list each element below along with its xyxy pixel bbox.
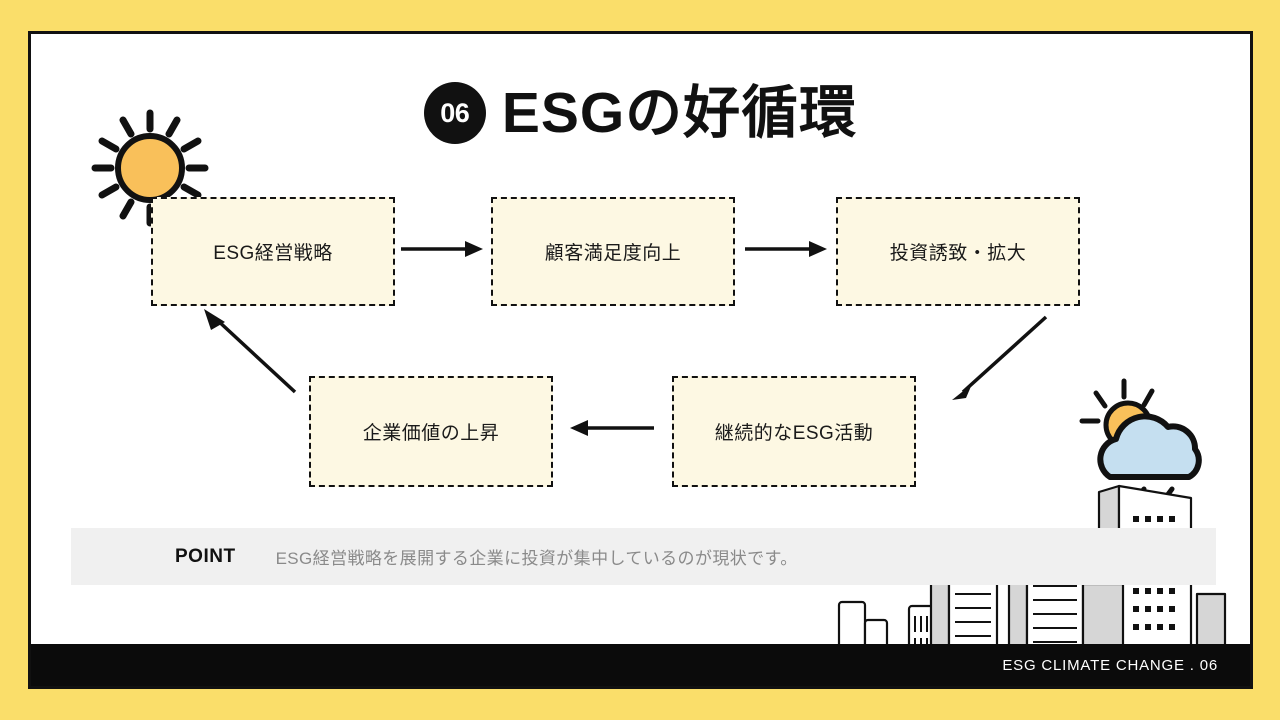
point-label: POINT: [175, 545, 236, 567]
flow-box-investment-attraction[interactable]: 投資誘致・拡大: [836, 197, 1080, 306]
flow-box-corporate-value[interactable]: 企業価値の上昇: [309, 376, 553, 487]
point-band: POINT ESG経営戦略を展開する企業に投資が集中しているのが現状です。: [71, 528, 1216, 585]
footer-band: ESG CLIMATE CHANGE . 06: [31, 644, 1250, 686]
point-description: ESG経営戦略を展開する企業に投資が集中しているのが現状です。: [275, 549, 798, 568]
section-number-badge: 06: [423, 82, 486, 144]
flow-box-label: 企業価値の上昇: [362, 423, 500, 444]
arrow-right-icon: [399, 237, 487, 266]
footer-label: ESG CLIMATE CHANGE . 06: [1002, 656, 1218, 674]
flow-box-continuous-esg[interactable]: 継続的なESG活動: [672, 376, 916, 487]
arrow-down-left-icon: [946, 312, 1051, 409]
title-label: ESGの好循環: [501, 80, 858, 145]
section-number-label: 06: [440, 97, 470, 128]
arrow-left-icon: [564, 416, 656, 445]
slide-card: 06 ESGの好循環: [28, 31, 1253, 689]
page-title: 06 ESGの好循環: [31, 82, 1250, 144]
flow-box-label: 顧客満足度向上: [544, 243, 682, 264]
arrow-up-left-icon: [199, 306, 301, 403]
flow-box-customer-satisfaction[interactable]: 顧客満足度向上: [491, 197, 735, 306]
flow-box-label: 継続的なESG活動: [714, 423, 874, 444]
arrow-right-icon: [743, 237, 831, 266]
flow-box-label: ESG経営戦略: [213, 243, 333, 264]
flow-box-esg-strategy[interactable]: ESG経営戦略: [151, 197, 395, 306]
flow-box-label: 投資誘致・拡大: [889, 243, 1027, 264]
